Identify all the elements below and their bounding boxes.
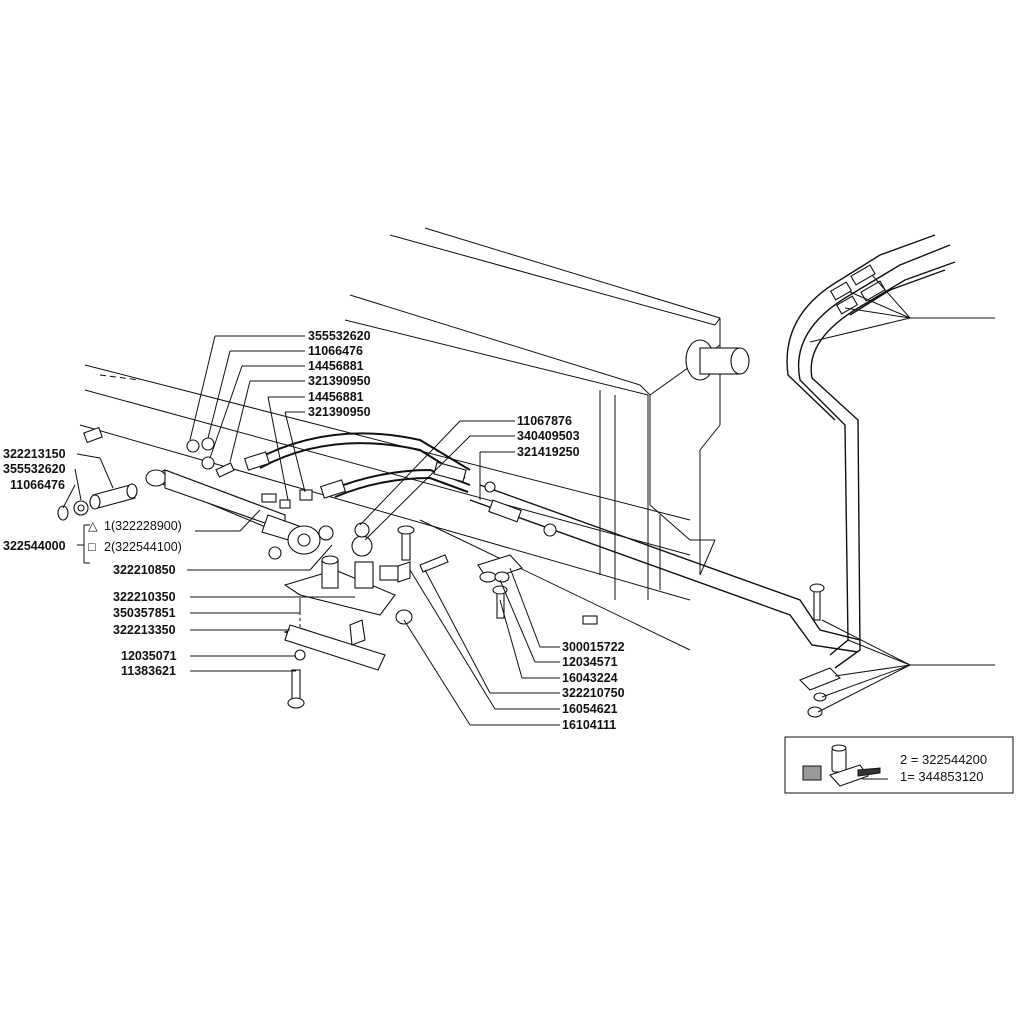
callout-322228900: 1(322228900) bbox=[104, 519, 182, 533]
callout-12035071: 12035071 bbox=[121, 649, 177, 663]
callout-322210850: 322210850 bbox=[113, 563, 176, 577]
callout-321390950-a: 321390950 bbox=[308, 374, 371, 388]
hoses bbox=[243, 432, 557, 537]
inset-line-344853120: 1= 344853120 bbox=[900, 769, 984, 784]
callout-11383621: 11383621 bbox=[121, 664, 176, 678]
callout-355532620-left: 355532620 bbox=[3, 462, 66, 476]
inset-line-322544200: 2 = 322544200 bbox=[900, 752, 987, 767]
callout-355532620-top: 355532620 bbox=[308, 329, 371, 343]
frame-beam bbox=[79, 227, 750, 651]
hydraulic-pipes bbox=[469, 234, 956, 718]
callout-350357851: 350357851 bbox=[113, 606, 176, 620]
callouts-bottom: 300015722 12034571 16043224 322210750 16… bbox=[562, 640, 625, 732]
callout-322544000: 322544000 bbox=[3, 539, 66, 553]
callout-11066476-top: 11066476 bbox=[308, 344, 363, 358]
callout-14456881-a: 14456881 bbox=[308, 359, 364, 373]
inset-box: 2 = 322544200 1= 344853120 bbox=[784, 736, 1014, 794]
mounting-bracket bbox=[283, 522, 598, 709]
callout-322213150: 322213150 bbox=[3, 447, 66, 461]
callout-321390950-b: 321390950 bbox=[308, 405, 371, 419]
callouts-top: 355532620 11066476 14456881 321390950 14… bbox=[308, 329, 580, 459]
callouts-left: 322213150 355532620 11066476 322544000 △… bbox=[3, 447, 182, 678]
callout-322544100: 2(322544100) bbox=[104, 540, 182, 554]
callout-12034571: 12034571 bbox=[562, 655, 618, 669]
leader-lines-bottom bbox=[403, 274, 995, 726]
callout-321419250: 321419250 bbox=[517, 445, 580, 459]
left-pin-assembly bbox=[57, 426, 138, 521]
callout-11067876: 11067876 bbox=[517, 414, 572, 428]
callout-322210350: 322210350 bbox=[113, 590, 176, 604]
callout-11066476-left: 11066476 bbox=[10, 478, 65, 492]
callout-16104111: 16104111 bbox=[562, 718, 616, 732]
callout-322213350: 322213350 bbox=[113, 623, 176, 637]
callout-300015722: 300015722 bbox=[562, 640, 625, 654]
callout-340409503: 340409503 bbox=[517, 429, 580, 443]
leader-lines-top bbox=[189, 335, 515, 541]
callout-322210750: 322210750 bbox=[562, 686, 625, 700]
square-symbol: □ bbox=[88, 540, 96, 554]
callout-16043224: 16043224 bbox=[562, 671, 618, 685]
callout-14456881-b: 14456881 bbox=[308, 390, 364, 404]
triangle-symbol: △ bbox=[88, 519, 98, 533]
callout-16054621: 16054621 bbox=[562, 702, 618, 716]
leader-lines-left bbox=[62, 453, 355, 672]
